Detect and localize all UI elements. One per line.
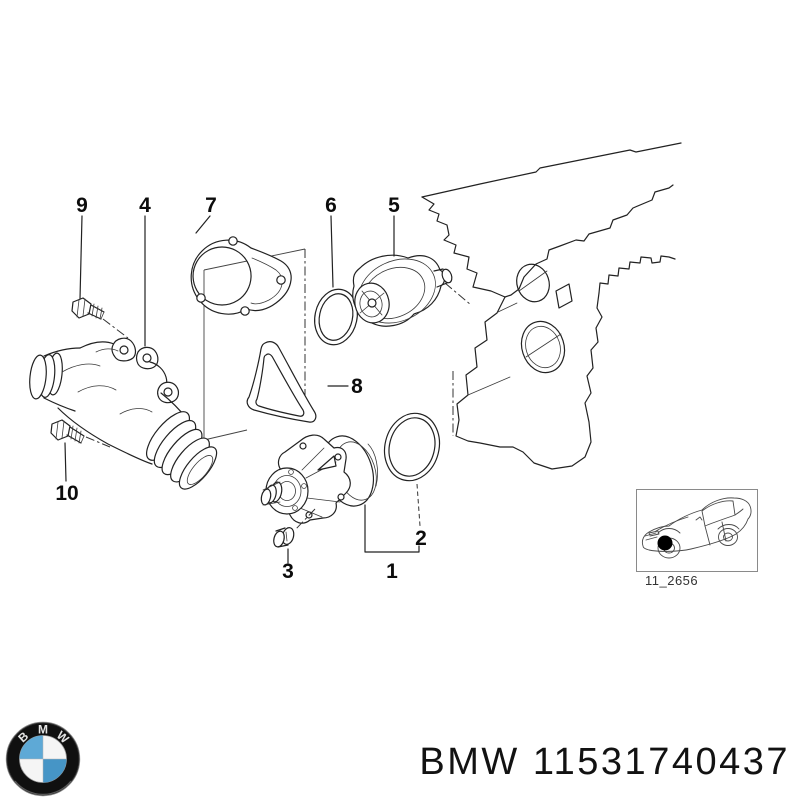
- part-10-bolt: [50, 419, 85, 444]
- logo-quadrant-blue-br: [43, 759, 67, 783]
- engine-block-outline: [421, 142, 682, 470]
- part-8-gasket: [246, 341, 317, 423]
- location-dot: [657, 535, 673, 551]
- callout-3: 3: [282, 560, 294, 583]
- part-6-o-ring: [314, 288, 358, 346]
- car-location-thumbnail: 11_2656: [636, 489, 758, 588]
- bmw-logo: B M W: [3, 719, 83, 799]
- callout-9: 9: [76, 194, 88, 217]
- logo-letter-m: M: [38, 723, 48, 737]
- callout-5: 5: [388, 194, 400, 217]
- part-9-bolt: [71, 297, 105, 320]
- logo-quadrant-blue-tl: [19, 735, 43, 759]
- callout-1: 1: [386, 560, 398, 583]
- callout-7: 7: [205, 194, 217, 217]
- logo-quadrant-divider: [19, 735, 67, 783]
- callout-numbers: 9 4 7 6 5 8 10 3 1 2: [55, 194, 427, 583]
- leader-lines: [64, 215, 421, 564]
- logo-ring-gloss: [14, 780, 72, 795]
- part-number-text: BMW 11531740437: [419, 741, 790, 783]
- callout-10: 10: [55, 482, 78, 505]
- part-5-thermostat: [352, 254, 453, 327]
- car-sketch: [641, 497, 752, 559]
- callout-4: 4: [139, 194, 151, 217]
- callout-6: 6: [325, 194, 337, 217]
- part-7-gasket: [190, 236, 292, 316]
- part-2-o-ring: [383, 412, 441, 482]
- thumbnail-frame: [636, 489, 758, 572]
- part-3-plug: [273, 527, 295, 548]
- part-1-water-pump: [260, 430, 378, 526]
- thumbnail-label: 11_2656: [645, 573, 698, 588]
- exploded-parts-drawing: 9 4 7 6 5 8 10 3 1 2: [29, 142, 758, 588]
- part-4-thermostat-housing: [29, 337, 218, 490]
- callout-8: 8: [351, 375, 363, 398]
- callout-2: 2: [415, 527, 427, 550]
- logo-outer-rim: [5, 721, 81, 797]
